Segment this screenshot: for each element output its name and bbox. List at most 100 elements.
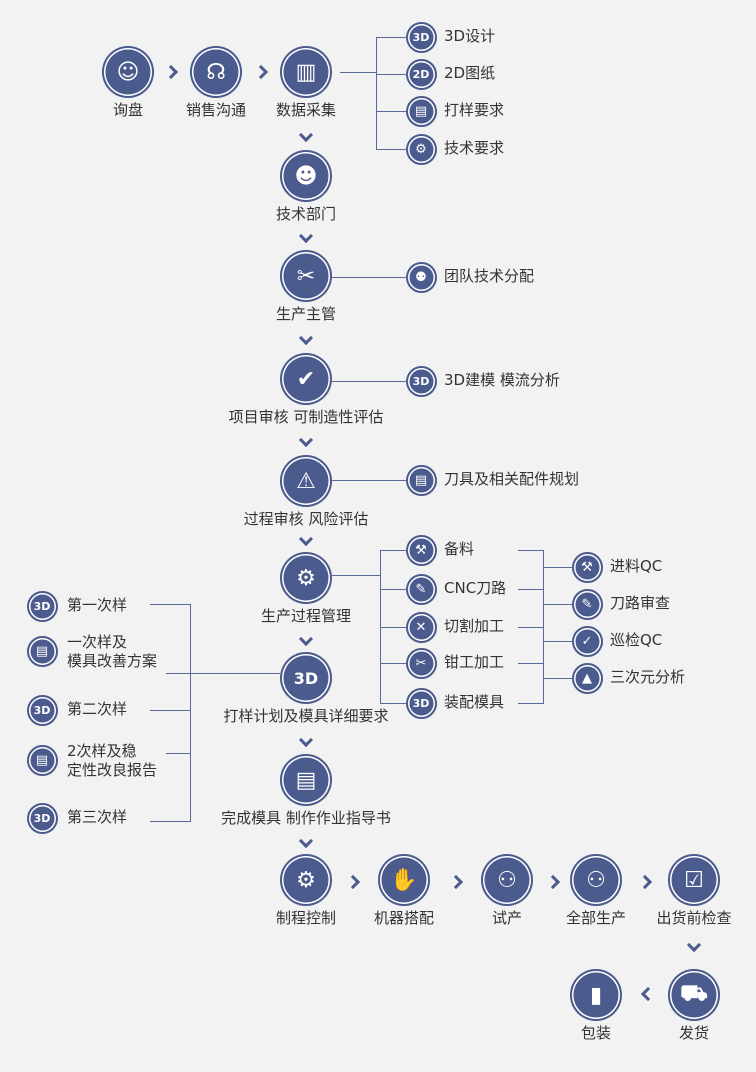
connector-line: [380, 703, 406, 704]
cross-tools-icon: ✕: [405, 611, 437, 643]
connector-line: [518, 663, 543, 664]
connector-line: [543, 550, 544, 704]
arrow-down-icon: [298, 732, 314, 748]
check-badge-icon: ✔: [280, 353, 332, 405]
cnc-icon: ✎: [571, 588, 603, 620]
node-label: 进料QC: [610, 557, 663, 575]
arrow-down-icon: [298, 833, 314, 849]
node-label: 刀具及相关配件规划: [444, 470, 580, 488]
connector-line: [150, 604, 190, 605]
connector-line: [166, 753, 190, 754]
production-line-icon: ⚇: [570, 854, 622, 906]
connector-line: [150, 821, 190, 822]
node-label: 装配模具: [444, 693, 505, 711]
connector-line: [332, 480, 406, 481]
node-label: 发货: [678, 1024, 710, 1042]
connector-line: [190, 604, 191, 822]
node-label: 打样计划及模具详细要求: [223, 707, 389, 725]
truck-icon: ⛟: [668, 969, 720, 1021]
connector-line: [543, 641, 572, 642]
node-label: 技术要求: [444, 139, 505, 157]
node-label: 试产: [491, 909, 523, 927]
arrow-down-icon: [298, 631, 314, 647]
node-label: 生产过程管理: [260, 607, 352, 625]
node-label: 完成模具 制作作业指导书: [221, 809, 391, 827]
node-label: 生产主管: [275, 305, 337, 323]
node-label: 制程控制: [275, 909, 337, 927]
bar-chart-icon: ▥: [280, 46, 332, 98]
node-label: 第一次样: [67, 596, 128, 614]
connector-line: [543, 678, 572, 679]
node-label: 一次样及 模具改善方案: [67, 633, 158, 670]
node-label: 3D设计: [444, 27, 496, 45]
connector-line: [332, 381, 406, 382]
node-label: 全部生产: [565, 909, 627, 927]
arrow-right-icon: [448, 874, 464, 890]
arrow-right-icon: [253, 64, 269, 80]
node-label: 第二次样: [67, 700, 128, 718]
node-label: 巡检QC: [610, 631, 663, 649]
connector-line: [376, 37, 377, 150]
arrow-right-icon: [545, 874, 561, 890]
node-label: 打样要求: [444, 101, 505, 119]
connector-line: [190, 673, 280, 674]
connector-line: [332, 575, 380, 576]
hammer-icon: ⚒: [405, 534, 437, 566]
connector-line: [518, 550, 543, 551]
cube-3d-icon: 3D: [405, 21, 437, 53]
node-label: 2D图纸: [444, 64, 496, 82]
connector-line: [340, 72, 376, 73]
connector-line: [543, 604, 572, 605]
node-label: 备料: [444, 540, 475, 558]
document-check-icon: ✓: [571, 625, 603, 657]
arrow-down-icon: [298, 432, 314, 448]
connector-line: [518, 703, 543, 704]
connector-line: [543, 567, 572, 568]
customer-chat-icon: ☺: [102, 46, 154, 98]
node-label: 刀路审查: [610, 594, 671, 612]
node-label: 2次样及稳 定性改良报告: [67, 742, 158, 779]
thumbs-up-icon: ✋: [378, 854, 430, 906]
node-label: 切割加工: [444, 617, 505, 635]
arrow-down-icon: [298, 330, 314, 346]
node-label: 询盘: [112, 101, 144, 119]
tools-icon: ✂: [280, 250, 332, 302]
cube-3d-icon: 3D: [280, 652, 332, 704]
warning-icon: ⚠: [280, 455, 332, 507]
arrow-down-icon: [298, 228, 314, 244]
pliers-icon: ✂: [405, 647, 437, 679]
engineer-icon: ☻: [280, 150, 332, 202]
node-label: 出货前检查: [656, 909, 732, 927]
connector-line: [380, 589, 406, 590]
arrow-right-icon: [345, 874, 361, 890]
connector-line: [332, 277, 406, 278]
document-icon: ▤: [26, 635, 58, 667]
cnc-icon: ✎: [405, 573, 437, 605]
connector-line: [150, 710, 190, 711]
node-label: 过程审核 风险评估: [243, 510, 369, 528]
headset-icon: ☊: [190, 46, 242, 98]
document-icon: ▤: [26, 744, 58, 776]
node-label: 技术部门: [275, 205, 337, 223]
gears-icon: ⚙: [280, 552, 332, 604]
node-label: 机器搭配: [373, 909, 435, 927]
hammer-icon: ⚒: [571, 551, 603, 583]
chart-icon: ▲: [571, 662, 603, 694]
connector-line: [376, 74, 406, 75]
connector-line: [376, 37, 406, 38]
team-icon: ⚉: [405, 261, 437, 293]
connector-line: [518, 627, 543, 628]
connector-line: [380, 627, 406, 628]
cube-3d-icon: 3D: [26, 694, 58, 726]
node-label: 三次元分析: [610, 668, 686, 686]
cube-3d-icon: 3D: [26, 802, 58, 834]
connector-line: [166, 673, 190, 674]
connector-line: [376, 111, 406, 112]
connector-line: [380, 663, 406, 664]
node-label: 项目审核 可制造性评估: [228, 408, 384, 426]
arrow-right-icon: [163, 64, 179, 80]
node-label: 团队技术分配: [444, 267, 535, 285]
node-label: 第三次样: [67, 808, 128, 826]
connector-line: [376, 149, 406, 150]
